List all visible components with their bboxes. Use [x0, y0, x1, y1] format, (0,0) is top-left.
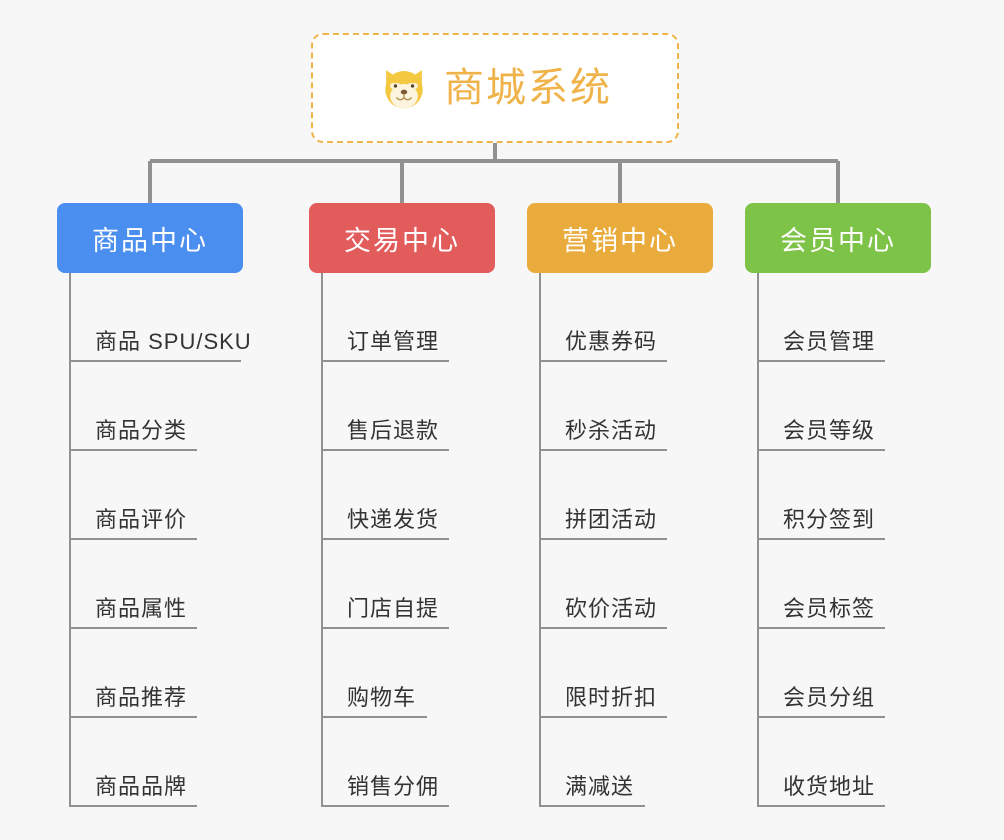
branch-trunk-line	[757, 273, 759, 807]
branch-column-1: 商品中心商品 SPU/SKU 商品分类商品评价商品属性商品推荐商品品牌	[57, 203, 252, 807]
branch-trunk-line	[539, 273, 541, 807]
leaf-underline	[321, 805, 449, 807]
leaf-item[interactable]: 砍价活动	[539, 540, 713, 629]
leaf-underline	[321, 360, 449, 362]
leaf-underline	[757, 805, 885, 807]
leaf-item-label: 商品 SPU/SKU	[95, 329, 252, 354]
root-title: 商城系统	[444, 66, 612, 110]
leaf-item[interactable]: 商品分类	[69, 362, 252, 451]
leaf-item[interactable]: 销售分佣	[321, 718, 495, 807]
root-node[interactable]: 商城系统	[311, 33, 679, 143]
leaf-item-label: 会员标签	[783, 596, 876, 621]
leaf-item[interactable]: 售后退款	[321, 362, 495, 451]
branch-header-1[interactable]: 商品中心	[57, 203, 243, 273]
leaf-underline	[539, 716, 667, 718]
branch-trunk-line	[321, 273, 323, 807]
leaf-underline	[539, 449, 667, 451]
leaf-underline	[321, 627, 449, 629]
leaf-underline	[539, 805, 645, 807]
leaf-underline	[757, 538, 885, 540]
leaf-item-label: 商品分类	[95, 418, 188, 443]
leaf-underline	[69, 538, 197, 540]
leaf-item[interactable]: 收货地址	[757, 718, 931, 807]
leaf-item[interactable]: 会员等级	[757, 362, 931, 451]
leaf-underline	[539, 360, 667, 362]
leaf-item-label: 秒杀活动	[565, 418, 658, 443]
leaf-item[interactable]: 门店自提	[321, 540, 495, 629]
leaf-item-label: 商品属性	[95, 596, 188, 621]
leaf-item-label: 会员管理	[783, 329, 876, 354]
leaf-item[interactable]: 订单管理	[321, 273, 495, 362]
leaf-item[interactable]: 商品推荐	[69, 629, 252, 718]
leaf-underline	[757, 716, 885, 718]
leaf-item[interactable]: 拼团活动	[539, 451, 713, 540]
shiba-dog-icon	[385, 70, 423, 110]
leaf-item-label: 快递发货	[347, 507, 440, 532]
leaf-item[interactable]: 积分签到	[757, 451, 931, 540]
branch-column-2: 交易中心订单管理售后退款快递发货门店自提购物车销售分佣	[309, 203, 495, 807]
leaf-item-label: 门店自提	[347, 596, 440, 621]
branch-items-4: 会员管理会员等级积分签到会员标签会员分组收货地址	[745, 273, 931, 807]
leaf-underline	[757, 627, 885, 629]
leaf-item-label: 销售分佣	[347, 774, 440, 799]
leaf-item-label: 收货地址	[783, 774, 876, 799]
leaf-item-label: 砍价活动	[565, 596, 658, 621]
leaf-underline	[69, 360, 241, 362]
branch-header-2[interactable]: 交易中心	[309, 203, 495, 273]
leaf-underline	[69, 805, 197, 807]
leaf-item-label: 商品品牌	[95, 774, 188, 799]
leaf-item[interactable]: 优惠券码	[539, 273, 713, 362]
leaf-item-label: 会员分组	[783, 685, 876, 710]
leaf-item[interactable]: 购物车	[321, 629, 495, 718]
branch-column-4: 会员中心会员管理会员等级积分签到会员标签会员分组收货地址	[745, 203, 931, 807]
leaf-item[interactable]: 满减送	[539, 718, 713, 807]
leaf-item-label: 购物车	[347, 685, 417, 710]
leaf-underline	[757, 449, 885, 451]
leaf-underline	[321, 716, 427, 718]
branch-header-3[interactable]: 营销中心	[527, 203, 713, 273]
branch-items-3: 优惠券码秒杀活动拼团活动砍价活动限时折扣满减送	[527, 273, 713, 807]
leaf-underline	[69, 716, 197, 718]
leaf-item[interactable]: 商品属性	[69, 540, 252, 629]
branch-items-2: 订单管理售后退款快递发货门店自提购物车销售分佣	[309, 273, 495, 807]
leaf-underline	[757, 360, 885, 362]
leaf-item[interactable]: 商品评价	[69, 451, 252, 540]
leaf-underline	[69, 449, 197, 451]
leaf-item-label: 积分签到	[783, 507, 876, 532]
branch-trunk-line	[69, 273, 71, 807]
leaf-underline	[321, 538, 449, 540]
leaf-underline	[539, 627, 667, 629]
leaf-item[interactable]: 会员管理	[757, 273, 931, 362]
leaf-underline	[69, 627, 197, 629]
leaf-item[interactable]: 限时折扣	[539, 629, 713, 718]
leaf-underline	[321, 449, 449, 451]
branch-items-1: 商品 SPU/SKU 商品分类商品评价商品属性商品推荐商品品牌	[57, 273, 252, 807]
leaf-item-label: 会员等级	[783, 418, 876, 443]
leaf-item[interactable]: 会员标签	[757, 540, 931, 629]
leaf-item[interactable]: 秒杀活动	[539, 362, 713, 451]
leaf-item[interactable]: 商品品牌	[69, 718, 252, 807]
leaf-item-label: 商品推荐	[95, 685, 188, 710]
leaf-item[interactable]: 会员分组	[757, 629, 931, 718]
leaf-item-label: 拼团活动	[565, 507, 658, 532]
leaf-item-label: 商品评价	[95, 507, 188, 532]
leaf-underline	[539, 538, 667, 540]
leaf-item[interactable]: 商品 SPU/SKU	[69, 273, 252, 362]
leaf-item-label: 售后退款	[347, 418, 440, 443]
branch-column-3: 营销中心优惠券码秒杀活动拼团活动砍价活动限时折扣满减送	[527, 203, 713, 807]
leaf-item-label: 限时折扣	[565, 685, 658, 710]
branch-header-4[interactable]: 会员中心	[745, 203, 931, 273]
leaf-item-label: 满减送	[565, 774, 635, 799]
leaf-item-label: 订单管理	[347, 329, 440, 354]
leaf-item[interactable]: 快递发货	[321, 451, 495, 540]
leaf-item-label: 优惠券码	[565, 329, 658, 354]
